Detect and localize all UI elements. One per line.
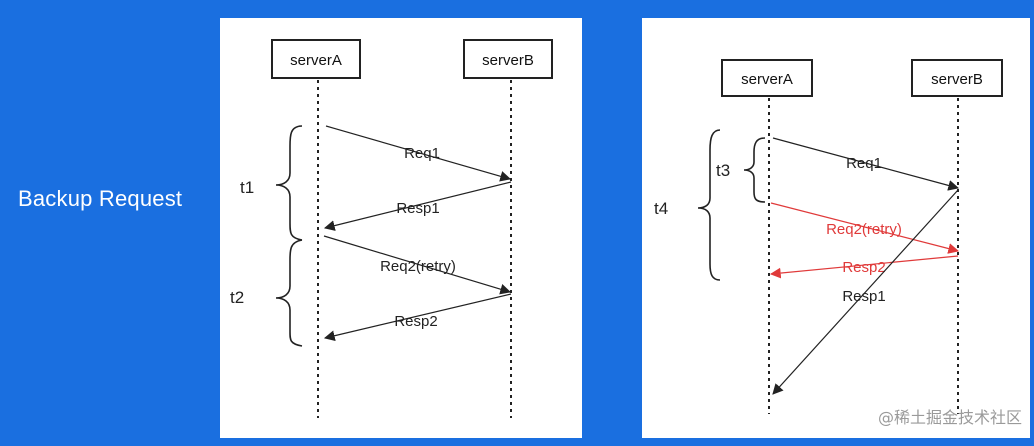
brace-t1 (275, 125, 303, 241)
message-label-req1: Req1 (846, 155, 882, 172)
sequence-diagram-right: serverA serverB Req1 Req2(retry) Resp2 R… (642, 18, 1030, 438)
message-label-resp2: Resp2 (842, 259, 885, 276)
message-arrow-resp2 (323, 293, 512, 342)
brace-t4 (697, 129, 721, 281)
sequence-diagram-left: serverA serverB Req1 Resp1 Req2(retry) R… (220, 18, 582, 438)
message-label-resp1: Resp1 (842, 288, 885, 305)
message-arrow-req2-retry (323, 235, 512, 295)
slide-title: Backup Request (18, 186, 183, 211)
participant-box-servera (271, 39, 361, 79)
participant-label-servera: serverA (290, 52, 342, 69)
message-label-req2-retry: Req2(retry) (380, 258, 456, 275)
participant-box-serverb (911, 59, 1003, 97)
participant-box-servera (721, 59, 813, 97)
message-label-resp2: Resp2 (394, 313, 437, 330)
message-label-req1: Req1 (404, 145, 440, 162)
interval-label-t2: t2 (230, 288, 244, 307)
message-label-req2-retry: Req2(retry) (826, 221, 902, 238)
watermark: @稀土掘金技术社区 (877, 408, 1022, 427)
interval-label-t1: t1 (240, 178, 254, 197)
brace-t3 (743, 137, 766, 203)
message-arrow-req2-retry (770, 202, 960, 254)
participant-label-serverb: serverB (482, 52, 534, 69)
message-arrow-resp2 (769, 255, 959, 279)
message-arrow-resp1 (323, 181, 512, 231)
sequence-diagram-left-svg: serverA serverB Req1 Resp1 Req2(retry) R… (230, 39, 553, 418)
message-arrow-req1 (772, 137, 960, 191)
brace-t2 (275, 239, 303, 347)
interval-label-t4: t4 (654, 199, 668, 218)
message-arrow-req1 (325, 125, 512, 182)
participant-label-serverb: serverB (931, 71, 983, 88)
participant-box-serverb (463, 39, 553, 79)
sequence-diagram-right-svg: serverA serverB Req1 Req2(retry) Resp2 R… (654, 59, 1003, 414)
participant-label-servera: serverA (741, 71, 793, 88)
message-arrow-resp1 (772, 189, 959, 395)
message-label-resp1: Resp1 (396, 200, 439, 217)
interval-label-t3: t3 (716, 161, 730, 180)
